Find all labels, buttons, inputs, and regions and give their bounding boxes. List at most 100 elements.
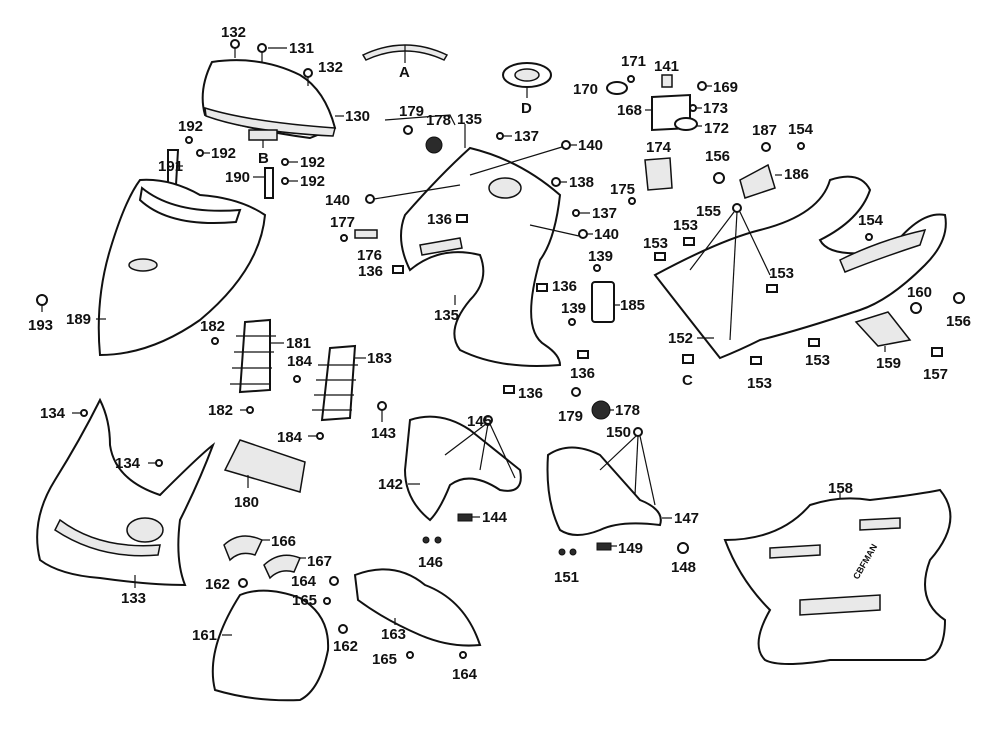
callout-166: 166 (271, 533, 296, 550)
callout-184-a: 184 (287, 353, 313, 370)
screw-150 (599, 427, 656, 506)
screw-173 (689, 104, 702, 112)
part-166-pad (223, 535, 270, 562)
screw-140-b (365, 184, 461, 204)
nut-151 (558, 548, 577, 556)
callout-143: 143 (371, 425, 396, 442)
callout-186: 186 (784, 166, 809, 183)
screw-184-a (293, 375, 301, 383)
callout-179-top: 179 (399, 103, 424, 120)
screw-165-b (406, 651, 414, 659)
screw-165-a (323, 597, 331, 605)
callout-189: 189 (66, 311, 91, 328)
callout-136-b: 136 (427, 211, 452, 228)
callout-153-a: 153 (673, 217, 698, 234)
washer-179-bottom (571, 387, 581, 397)
callout-162-a: 162 (205, 576, 230, 593)
screw-169 (697, 81, 712, 91)
clip-153-c (766, 284, 778, 293)
callout-165-a: 165 (292, 592, 317, 609)
clip-144 (457, 513, 480, 522)
callout-156-b: 156 (946, 313, 971, 330)
callout-178-bottom: 178 (615, 402, 640, 419)
callout-148: 148 (671, 559, 696, 576)
washer-172 (674, 117, 702, 131)
callout-192-b: 192 (211, 145, 236, 162)
callout-164-b: 164 (452, 666, 478, 683)
part-142-side-cover (403, 415, 522, 522)
screw-140-c (529, 224, 593, 239)
part-180-bracket (223, 439, 306, 493)
callout-154-a: 154 (788, 121, 814, 138)
callout-162-b: 162 (333, 638, 358, 655)
callout-192-d: 192 (300, 173, 325, 190)
callout-161: 161 (192, 627, 217, 644)
screw-137-b (572, 209, 590, 217)
clip-149 (596, 542, 617, 551)
callout-165-b: 165 (372, 651, 397, 668)
cap-178-top (384, 114, 456, 154)
clip-136-a (392, 265, 404, 274)
callout-150: 150 (606, 424, 631, 441)
callout-159: 159 (876, 355, 901, 372)
callout-168: 168 (617, 102, 642, 119)
screw-162-b (338, 624, 348, 634)
part-a-trim-strip (361, 44, 449, 63)
callout-192-c: 192 (300, 154, 325, 171)
callout-163: 163 (381, 626, 406, 643)
nut-138 (551, 177, 567, 187)
callout-146: 146 (418, 554, 443, 571)
callout-131: 131 (289, 40, 314, 57)
callout-134-b: 134 (115, 455, 141, 472)
callout-130: 130 (345, 108, 370, 125)
screw-155 (689, 203, 771, 341)
callout-173: 173 (703, 100, 728, 117)
part-167-pad (263, 554, 306, 580)
callout-152: 152 (668, 330, 693, 347)
part-158-floor-mat: CBFMAN (723, 488, 952, 665)
part-c-clip (682, 354, 694, 364)
clip-153-b (654, 252, 666, 261)
part-b-bracket (248, 129, 278, 148)
screw-182-b (240, 406, 254, 414)
callout-158: 158 (828, 480, 853, 497)
clip-136-b (456, 214, 468, 223)
screw-192-b (196, 149, 210, 157)
screw-137-a (496, 132, 512, 140)
callout-172: 172 (704, 120, 729, 137)
callout-180: 180 (234, 494, 259, 511)
cap-178-bottom (591, 400, 614, 420)
callout-153-e: 153 (747, 375, 772, 392)
callout-138: 138 (569, 174, 594, 191)
callout-132-right: 132 (318, 59, 343, 76)
part-161-inner-panel (211, 589, 330, 702)
callout-169: 169 (713, 79, 738, 96)
screw-132-right (303, 68, 313, 86)
callout-191: 191 (158, 158, 183, 175)
callout-147: 147 (674, 510, 699, 527)
screw-154-b (865, 233, 873, 241)
nut-146 (422, 536, 442, 544)
callout-167: 167 (307, 553, 332, 570)
part-133-front-cover (36, 397, 216, 588)
callout-136-e: 136 (518, 385, 543, 402)
callout-179-bottom: 179 (558, 408, 583, 425)
callout-134-a: 134 (40, 405, 66, 422)
screw-193 (36, 294, 48, 312)
callout-160: 160 (907, 284, 932, 301)
clip-157 (931, 347, 943, 357)
callout-142: 142 (378, 476, 403, 493)
screw-171 (627, 75, 635, 83)
clip-136-c (536, 283, 548, 292)
clip-136-d (577, 350, 589, 359)
part-d-grommet (502, 62, 552, 98)
washer-179-top (403, 125, 413, 135)
part-181-grill (230, 318, 284, 394)
screw-182-a (211, 337, 219, 345)
callout-156-a: 156 (705, 148, 730, 165)
callout-135-top: 135 (457, 111, 482, 128)
callout-140-a: 140 (578, 137, 603, 154)
screw-175 (628, 197, 636, 205)
callout-B: B (258, 150, 269, 167)
callout-141: 141 (654, 58, 679, 75)
